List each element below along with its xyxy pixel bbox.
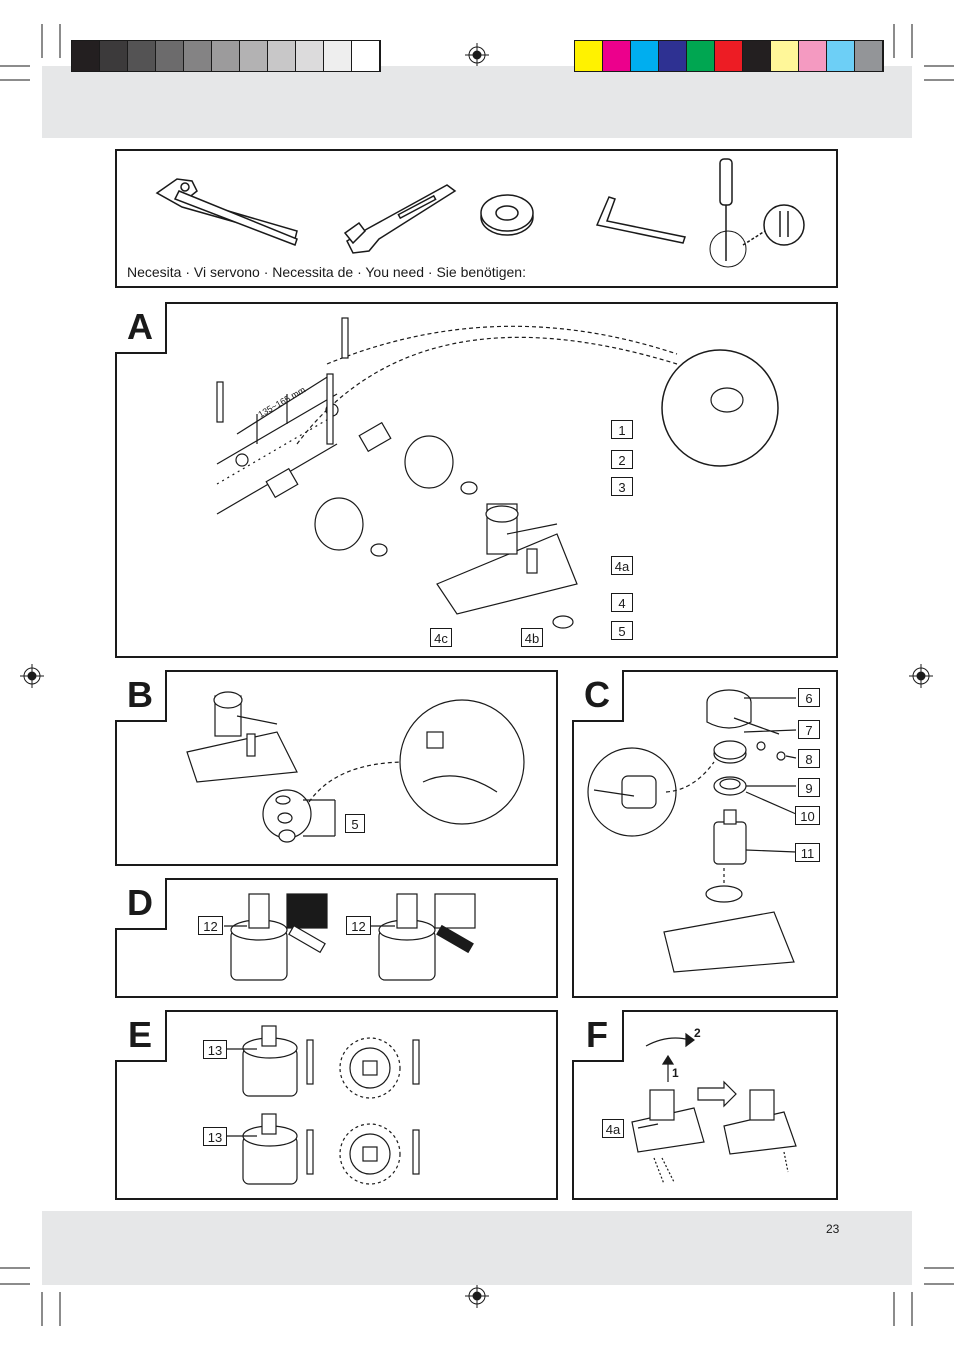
callout-5: 5 — [345, 814, 365, 833]
callout-4a: 4a — [602, 1119, 624, 1138]
grey-scale-bar — [71, 40, 381, 72]
panel-e: E 13 13 — [115, 1010, 558, 1200]
step-2: 2 — [694, 1026, 701, 1040]
registration-mark-top — [465, 43, 489, 67]
callout-4a: 4a — [611, 556, 633, 575]
callout-2: 2 — [611, 450, 633, 469]
hex-key-icon — [595, 196, 686, 244]
callout-8: 8 — [798, 749, 820, 768]
step-1: 1 — [672, 1066, 679, 1080]
detail-circle-aerator — [399, 699, 525, 825]
process-swatch — [743, 41, 771, 71]
callout-5: 5 — [611, 621, 633, 640]
grey-swatch — [324, 41, 352, 71]
process-swatch — [827, 41, 855, 71]
grey-swatch — [184, 41, 212, 71]
grey-swatch — [268, 41, 296, 71]
process-swatch — [603, 41, 631, 71]
thermometer-icon — [216, 381, 224, 423]
process-swatch — [575, 41, 603, 71]
callout-7: 7 — [798, 720, 820, 739]
thermometer-icon — [326, 373, 334, 445]
callout-11: 11 — [795, 843, 820, 862]
panel-letter: B — [115, 670, 167, 722]
footer-band — [42, 1211, 912, 1285]
eccentric-adapter-right — [358, 421, 392, 453]
screwdriver-icon — [709, 158, 805, 268]
wrench-icon — [343, 184, 457, 254]
panel-b: B 5 — [115, 670, 558, 866]
callout-10: 10 — [795, 806, 820, 825]
thermometer-icon — [306, 1129, 314, 1175]
process-swatch — [771, 41, 799, 71]
panel-letter: D — [115, 878, 167, 930]
process-color-bar — [574, 40, 884, 72]
rotate-arrow-icon — [645, 1037, 691, 1047]
registration-mark-left — [20, 664, 44, 688]
panel-f: F 2 1 4a — [572, 1010, 838, 1200]
callout-12: 12 — [198, 916, 223, 935]
thermometer-icon — [341, 317, 349, 359]
grey-swatch — [296, 41, 324, 71]
ptfe-tape-icon — [480, 194, 534, 236]
callout-13: 13 — [203, 1040, 227, 1059]
mixer-body — [663, 911, 795, 973]
rosette-left — [314, 497, 364, 551]
grey-swatch — [212, 41, 240, 71]
tools-panel: Necesita · Vi servono · Necessita de · Y… — [115, 149, 838, 288]
process-swatch — [715, 41, 743, 71]
panel-letter: A — [115, 302, 167, 354]
diverter-4a — [526, 548, 538, 574]
measure-line — [236, 373, 333, 435]
panel-c: C 6 7 8 9 10 11 — [572, 670, 838, 998]
panel-d: D 12 12 — [115, 878, 558, 998]
pliers-icon — [155, 178, 298, 246]
callout-12: 12 — [346, 916, 371, 935]
callout-4c: 4c — [430, 628, 452, 647]
callout-9: 9 — [798, 778, 820, 797]
grey-swatch — [352, 41, 380, 71]
jug-icon — [286, 893, 328, 929]
registration-mark-bottom — [465, 1284, 489, 1308]
page-number: 23 — [826, 1222, 840, 1236]
grey-swatch — [156, 41, 184, 71]
measure-text: 135~165 mm — [256, 385, 307, 420]
thermometer-icon — [412, 1129, 420, 1175]
process-swatch — [855, 41, 883, 71]
callout-6: 6 — [798, 688, 820, 707]
callout-4b: 4b — [521, 628, 543, 647]
process-swatch — [687, 41, 715, 71]
grey-swatch — [72, 41, 100, 71]
cartridge-11 — [713, 821, 747, 865]
eccentric-adapter-left — [265, 467, 299, 499]
rosette-right — [404, 435, 454, 489]
thermometer-icon — [306, 1039, 314, 1085]
grey-swatch — [240, 41, 268, 71]
callout-4: 4 — [611, 593, 633, 612]
right-arrow-icon — [697, 1080, 737, 1108]
grey-swatch — [100, 41, 128, 71]
panel-letter: F — [572, 1010, 624, 1062]
thermometer-icon — [412, 1039, 420, 1085]
grey-swatch — [128, 41, 156, 71]
callout-1: 1 — [611, 420, 633, 439]
panel-letter: C — [572, 670, 624, 722]
wall-outlet-left — [235, 453, 249, 467]
callout-13: 13 — [203, 1127, 227, 1146]
panel-a: A 135~16 — [115, 302, 838, 658]
process-swatch — [659, 41, 687, 71]
mixer-body — [186, 731, 298, 783]
header-band — [42, 66, 912, 138]
process-swatch — [631, 41, 659, 71]
registration-mark-right — [909, 664, 933, 688]
panel-letter: E — [115, 1010, 167, 1062]
wall-line — [216, 393, 338, 465]
process-swatch — [799, 41, 827, 71]
jug-icon — [434, 893, 476, 929]
you-need-text: Necesita · Vi servono · Necessita de · Y… — [127, 264, 526, 280]
callout-3: 3 — [611, 477, 633, 496]
